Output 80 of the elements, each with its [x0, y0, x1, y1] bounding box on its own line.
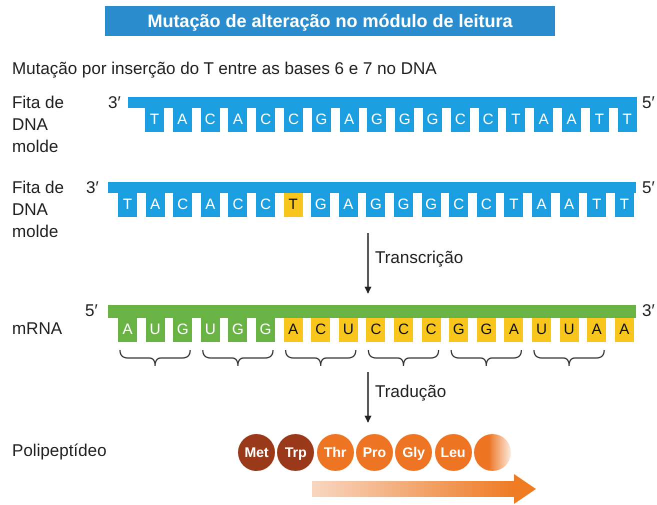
base-letter: C	[284, 108, 303, 132]
base-letter: U	[146, 318, 165, 342]
strand-end-label: 3′	[86, 177, 99, 199]
strand-end-label: 5′	[85, 300, 98, 322]
base-letter: T	[506, 108, 526, 132]
strand-label: Fita de DNA molde	[12, 92, 65, 158]
strand-end-label: 5′	[642, 92, 655, 114]
base-letter: T	[118, 193, 137, 217]
base-letter: C	[422, 318, 441, 342]
base-letter: G	[173, 318, 192, 342]
base-letter: G	[449, 318, 468, 342]
base-letter: A	[587, 318, 606, 342]
strand-label: mRNA	[12, 318, 64, 340]
base-letter: A	[562, 108, 581, 132]
base-letter: U	[532, 318, 551, 342]
base-letter: A	[532, 193, 551, 217]
base-letter: G	[476, 318, 496, 342]
base-letter: C	[450, 108, 470, 132]
base-letter: G	[311, 193, 330, 217]
base-letter: C	[228, 193, 248, 217]
base-letter: U	[560, 318, 579, 342]
base-letter: G	[394, 193, 413, 217]
base-letter: A	[200, 193, 220, 217]
base-letter: A	[228, 108, 248, 132]
strand-label: Fita de DNA molde	[12, 177, 65, 243]
base-letter: A	[338, 193, 358, 217]
amino-acid-circle: Leu	[434, 434, 472, 471]
amino-acid-circle: Gly	[395, 434, 432, 471]
base-letter: A	[534, 108, 554, 132]
base-letter: C	[394, 318, 413, 342]
base-letter: C	[173, 193, 192, 217]
arrow	[364, 372, 372, 423]
base-letter: G	[366, 193, 386, 217]
base-letter: A	[560, 193, 579, 217]
base-letter: C	[478, 108, 498, 132]
base-letter: G	[228, 318, 248, 342]
strand-end-label: 3′	[108, 92, 121, 114]
base-letter: C	[200, 108, 220, 132]
dna-strand	[128, 97, 637, 132]
base-letter: A	[614, 318, 634, 342]
base-letter: C	[256, 108, 276, 132]
arrow	[364, 233, 372, 294]
base-letter: T	[504, 193, 524, 217]
base-letter: C	[476, 193, 496, 217]
base-letter: A	[284, 318, 303, 342]
amino-acid-circle: Thr	[316, 434, 354, 471]
base-letter: T	[587, 193, 606, 217]
base-letter: G	[367, 108, 386, 132]
base-letter: T	[145, 108, 164, 132]
base-letter: T	[284, 193, 303, 217]
strand-end-label: 5′	[642, 177, 655, 199]
base-letter: T	[618, 108, 637, 132]
amino-acid-circle: Trp	[277, 434, 314, 471]
base-letter: C	[256, 193, 275, 217]
base-letter: A	[504, 318, 524, 342]
polypeptide-chain	[238, 434, 511, 471]
amino-acid-circle: Pro	[356, 434, 393, 471]
base-letter: G	[256, 318, 275, 342]
base-letter: C	[366, 318, 386, 342]
base-letter: G	[423, 108, 442, 132]
base-letter: U	[338, 318, 358, 342]
base-letter: T	[614, 193, 634, 217]
base-letter: G	[312, 108, 331, 132]
base-letter: A	[146, 193, 165, 217]
dna-strand	[108, 182, 636, 217]
title-banner: Mutação de alteração no módulo de leitura	[105, 6, 555, 36]
base-letter: T	[590, 108, 609, 132]
mrna-strand	[108, 305, 636, 342]
base-letter: U	[200, 318, 220, 342]
base-letter: G	[422, 193, 441, 217]
subtitle-text: Mutação por inserção do T entre as bases 6 e 7 no DNA	[12, 58, 437, 80]
base-letter: A	[118, 318, 137, 342]
amino-acid-circle: Met	[238, 434, 275, 471]
base-letter: A	[340, 108, 359, 132]
base-letter: A	[172, 108, 192, 132]
base-letter: G	[395, 108, 414, 132]
base-letter: C	[311, 318, 330, 342]
strand-end-label: 3′	[642, 300, 655, 322]
chain-label: Polipeptídeo	[12, 440, 107, 462]
base-letter: C	[449, 193, 468, 217]
